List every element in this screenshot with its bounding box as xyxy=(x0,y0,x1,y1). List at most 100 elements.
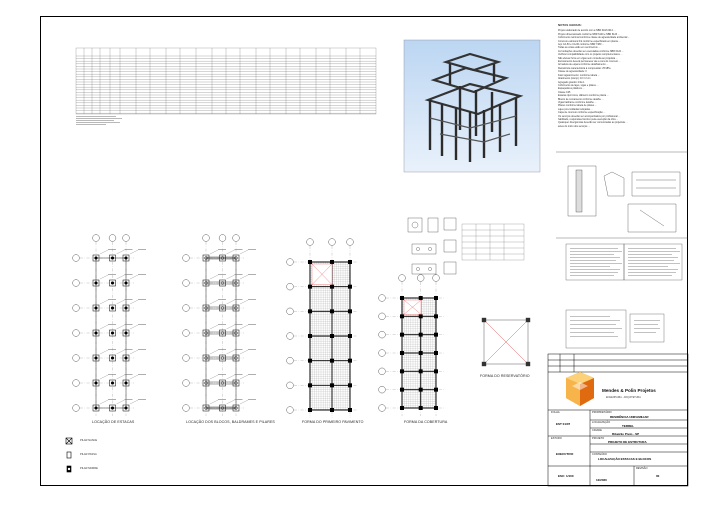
block xyxy=(202,379,210,387)
spec-text-blocks xyxy=(570,248,680,276)
axis-bubble xyxy=(286,381,294,389)
tag xyxy=(218,299,226,300)
beam xyxy=(205,331,237,335)
axis-bubble xyxy=(72,329,80,337)
stake xyxy=(204,356,208,360)
tag xyxy=(138,374,146,375)
axis-bubble xyxy=(378,367,386,375)
sheet-frame xyxy=(40,16,688,486)
axis-bubble xyxy=(328,238,336,246)
stake xyxy=(204,281,208,285)
content-label: CONTEÚDO xyxy=(592,453,607,456)
tag xyxy=(138,299,146,300)
stakes-plan-title: LOCAÇÃO DE ESTACAS xyxy=(92,420,135,424)
block xyxy=(122,329,130,337)
leader xyxy=(239,299,249,305)
leader xyxy=(226,324,235,330)
axis-bubble xyxy=(108,234,117,242)
leader xyxy=(209,349,219,355)
tag xyxy=(124,374,133,375)
pillar xyxy=(418,369,423,374)
pillar xyxy=(348,383,352,388)
note-line: Abatimento (slump): 10 ± 2 cm xyxy=(558,77,591,81)
tag xyxy=(234,349,243,350)
stake xyxy=(94,306,98,310)
note-line: Classe de agressividade: II xyxy=(558,70,587,74)
leader xyxy=(209,324,219,330)
axis-bubble xyxy=(72,254,80,262)
stake xyxy=(220,281,225,285)
leader xyxy=(239,399,249,405)
leader xyxy=(226,249,235,255)
axis-bubble xyxy=(417,274,425,282)
block xyxy=(92,304,100,312)
block xyxy=(109,329,116,337)
axis-bubble xyxy=(182,379,190,387)
note-line: Fator água/cimento: conforme tabela ... xyxy=(558,73,600,77)
tag xyxy=(218,274,226,275)
axis-bubble xyxy=(286,258,294,266)
pillar xyxy=(330,358,334,363)
leader xyxy=(129,274,139,280)
tag xyxy=(248,399,256,400)
owner-label: PROPRIETÁRIO xyxy=(592,411,612,414)
stake xyxy=(234,256,238,260)
leader xyxy=(99,249,109,255)
pillar xyxy=(434,369,438,374)
note-line: Cobrimento de lajes, vigas e pilares ... xyxy=(558,83,599,87)
leader xyxy=(226,399,235,405)
company-name: Mendes & Polin Projetos xyxy=(602,388,656,393)
spec-box-text xyxy=(570,316,660,337)
note-line: Todas as cotas estão em centímetros ... xyxy=(558,46,601,50)
note-line: Projeto elaborado de acordo com a NBR 61… xyxy=(558,29,616,33)
note-line: Armadura de espera conforme detalhamento… xyxy=(558,63,609,67)
block xyxy=(92,354,100,362)
pillar xyxy=(308,383,312,388)
axis-bubble xyxy=(378,386,386,394)
note-line: Quaisquer divergências deverão ser comun… xyxy=(558,121,628,125)
leader xyxy=(99,324,109,330)
axis-bubble xyxy=(72,279,80,287)
stake xyxy=(94,256,98,260)
tag xyxy=(108,374,116,375)
tag xyxy=(218,399,226,400)
note-line: habilitado, responsável técnico pela exe… xyxy=(558,117,619,121)
tag xyxy=(138,399,146,400)
general-notes: NOTAS GERAIS: Projeto elaborado de acord… xyxy=(558,23,686,128)
axis-bubble xyxy=(122,234,130,242)
stake xyxy=(234,381,238,385)
block xyxy=(122,404,130,412)
note-line: Vigas baldrame conforme detalhe ... xyxy=(558,100,597,104)
block xyxy=(92,279,100,287)
tag xyxy=(138,274,146,275)
tag xyxy=(138,324,146,325)
stake xyxy=(234,356,238,360)
pillar xyxy=(418,351,423,355)
block xyxy=(219,379,226,387)
stake xyxy=(110,331,115,335)
stake xyxy=(94,406,98,410)
block xyxy=(122,279,130,287)
stake xyxy=(110,356,115,360)
leader xyxy=(239,324,249,330)
pillar xyxy=(348,284,352,289)
tag xyxy=(124,349,133,350)
legend-pillar-ends: PILAR MORRE xyxy=(80,467,98,470)
pillar xyxy=(434,406,438,410)
structure-3d-render xyxy=(403,39,541,173)
first-floor-plan-title: FORMA DO PRIMEIRO PAVIMENTO xyxy=(302,420,364,424)
stake xyxy=(94,281,98,285)
pillar xyxy=(400,387,404,392)
block-schedule-table xyxy=(461,223,525,261)
pillar xyxy=(308,334,312,338)
tag xyxy=(218,349,226,350)
pillar xyxy=(434,314,438,319)
stake xyxy=(234,281,238,285)
pillar xyxy=(400,296,404,300)
stake xyxy=(94,331,98,335)
tag xyxy=(248,249,256,250)
pillar xyxy=(308,358,312,363)
axis-bubble xyxy=(92,234,100,242)
beam xyxy=(205,281,237,285)
axis-bubble xyxy=(182,254,190,262)
